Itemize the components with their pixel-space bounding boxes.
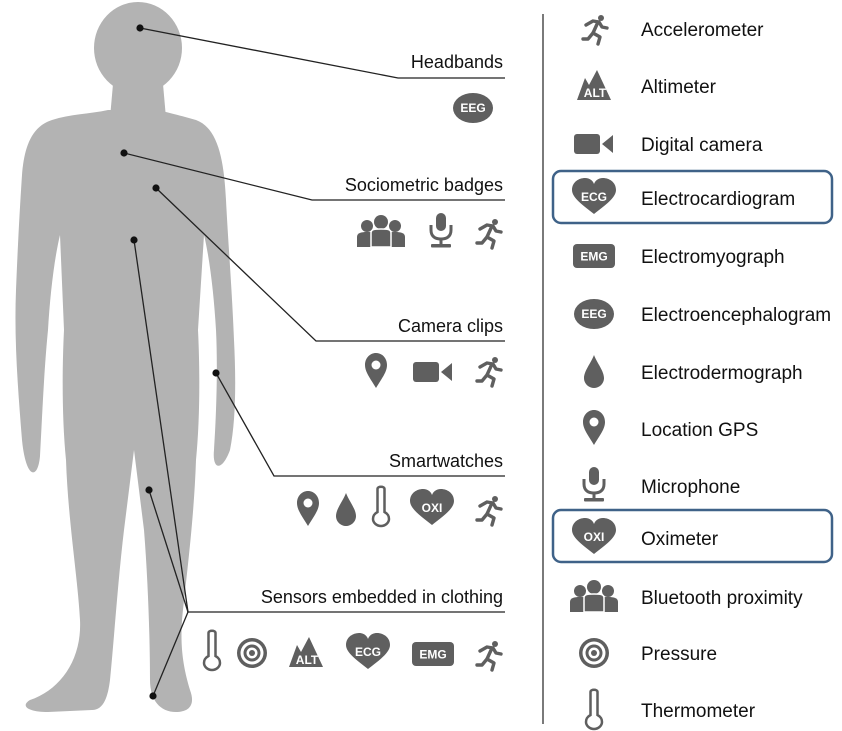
legend-label-microphone: Microphone	[641, 477, 740, 498]
smartwatches-leader	[215, 372, 505, 477]
ecg-icon: ECG	[346, 633, 390, 669]
bluetooth-proximity-icon	[569, 579, 619, 613]
highlight-box-electrocardiogram	[551, 169, 834, 225]
svg-text:OXI: OXI	[422, 501, 443, 515]
headbands-leader	[139, 27, 505, 79]
svg-text:ALT: ALT	[584, 86, 607, 100]
clothing-leader-c	[152, 611, 189, 697]
legend-label-altimeter: Altimeter	[641, 77, 717, 98]
svg-text:EEG: EEG	[460, 101, 485, 115]
body-dots	[120, 24, 220, 700]
ecg-icon: ECG	[572, 178, 616, 214]
svg-text:ECG: ECG	[355, 645, 381, 659]
accelerometer-icon	[581, 13, 609, 46]
svg-text:OXI: OXI	[584, 530, 605, 544]
microphone-icon	[582, 465, 606, 503]
legend-labels: Accelerometer Altimeter Digital camera E…	[641, 20, 831, 722]
bluetooth-proximity-icon	[356, 214, 406, 248]
thermometer-icon	[584, 688, 604, 731]
clothing-icons: ALT ECG EMG	[202, 629, 503, 672]
electrodermograph-icon	[584, 355, 604, 388]
headbands-icons: EEG	[453, 93, 493, 123]
legend-label-electrodermograph: Electrodermograph	[641, 363, 803, 384]
legend-label-pressure: Pressure	[641, 644, 717, 665]
category-sociometric-badges-label: Sociometric badges	[345, 175, 503, 195]
svg-text:EEG: EEG	[581, 307, 606, 321]
legend-label-location-gps: Location GPS	[641, 420, 758, 441]
svg-text:EMG: EMG	[419, 648, 446, 662]
smartwatches-icons: OXI	[297, 485, 503, 528]
legend-label-electrocardiogram: Electrocardiogram	[641, 189, 795, 210]
svg-text:ALT: ALT	[296, 653, 319, 667]
svg-text:ECG: ECG	[581, 190, 607, 204]
highlight-box-oximeter	[551, 508, 834, 564]
svg-text:EMG: EMG	[580, 250, 607, 264]
location-gps-icon	[365, 353, 387, 388]
digital-camera-icon	[574, 134, 613, 154]
thermometer-icon	[202, 629, 222, 672]
altimeter-icon: ALT	[577, 70, 611, 100]
accelerometer-icon	[475, 217, 503, 250]
pressure-icon	[579, 638, 609, 668]
camera-clips-icons	[365, 353, 503, 388]
category-headbands-label: Headbands	[411, 52, 503, 72]
oximeter-icon: OXI	[572, 518, 616, 554]
pressure-icon	[237, 638, 267, 668]
sociometric-icons	[356, 211, 503, 250]
legend-label-thermometer: Thermometer	[641, 701, 756, 722]
accelerometer-icon	[475, 494, 503, 527]
emg-icon: EMG	[573, 244, 615, 268]
connector-lines	[123, 27, 505, 697]
eeg-icon: EEG	[574, 299, 614, 329]
legend-label-electroencephalogram: Electroencephalogram	[641, 305, 831, 326]
location-gps-icon	[297, 491, 319, 526]
emg-icon: EMG	[412, 642, 454, 666]
electrodermograph-icon	[336, 493, 356, 526]
legend-icons: ALT ECG EMG EEG OXI	[569, 13, 619, 731]
location-gps-icon	[583, 410, 605, 445]
sociometric-leader	[123, 152, 505, 201]
camera-clips-leader	[155, 187, 505, 342]
accelerometer-icon	[475, 355, 503, 388]
legend-label-electromyograph: Electromyograph	[641, 247, 785, 268]
legend-label-bluetooth-proximity: Bluetooth proximity	[641, 588, 803, 609]
clothing-leader-b	[148, 489, 189, 613]
microphone-icon	[429, 211, 453, 249]
human-silhouette	[15, 2, 236, 712]
category-camera-clips-label: Camera clips	[398, 316, 503, 336]
eeg-icon: EEG	[453, 93, 493, 123]
thermometer-icon	[371, 485, 391, 528]
category-clothing-label: Sensors embedded in clothing	[261, 587, 503, 607]
category-smartwatches-label: Smartwatches	[389, 451, 503, 471]
legend-label-digital-camera: Digital camera	[641, 135, 763, 156]
accelerometer-icon	[475, 639, 503, 672]
altimeter-icon: ALT	[289, 637, 323, 667]
legend-label-accelerometer: Accelerometer	[641, 20, 764, 41]
legend-label-oximeter: Oximeter	[641, 529, 719, 550]
digital-camera-icon	[413, 362, 452, 382]
oximeter-icon: OXI	[410, 489, 454, 525]
